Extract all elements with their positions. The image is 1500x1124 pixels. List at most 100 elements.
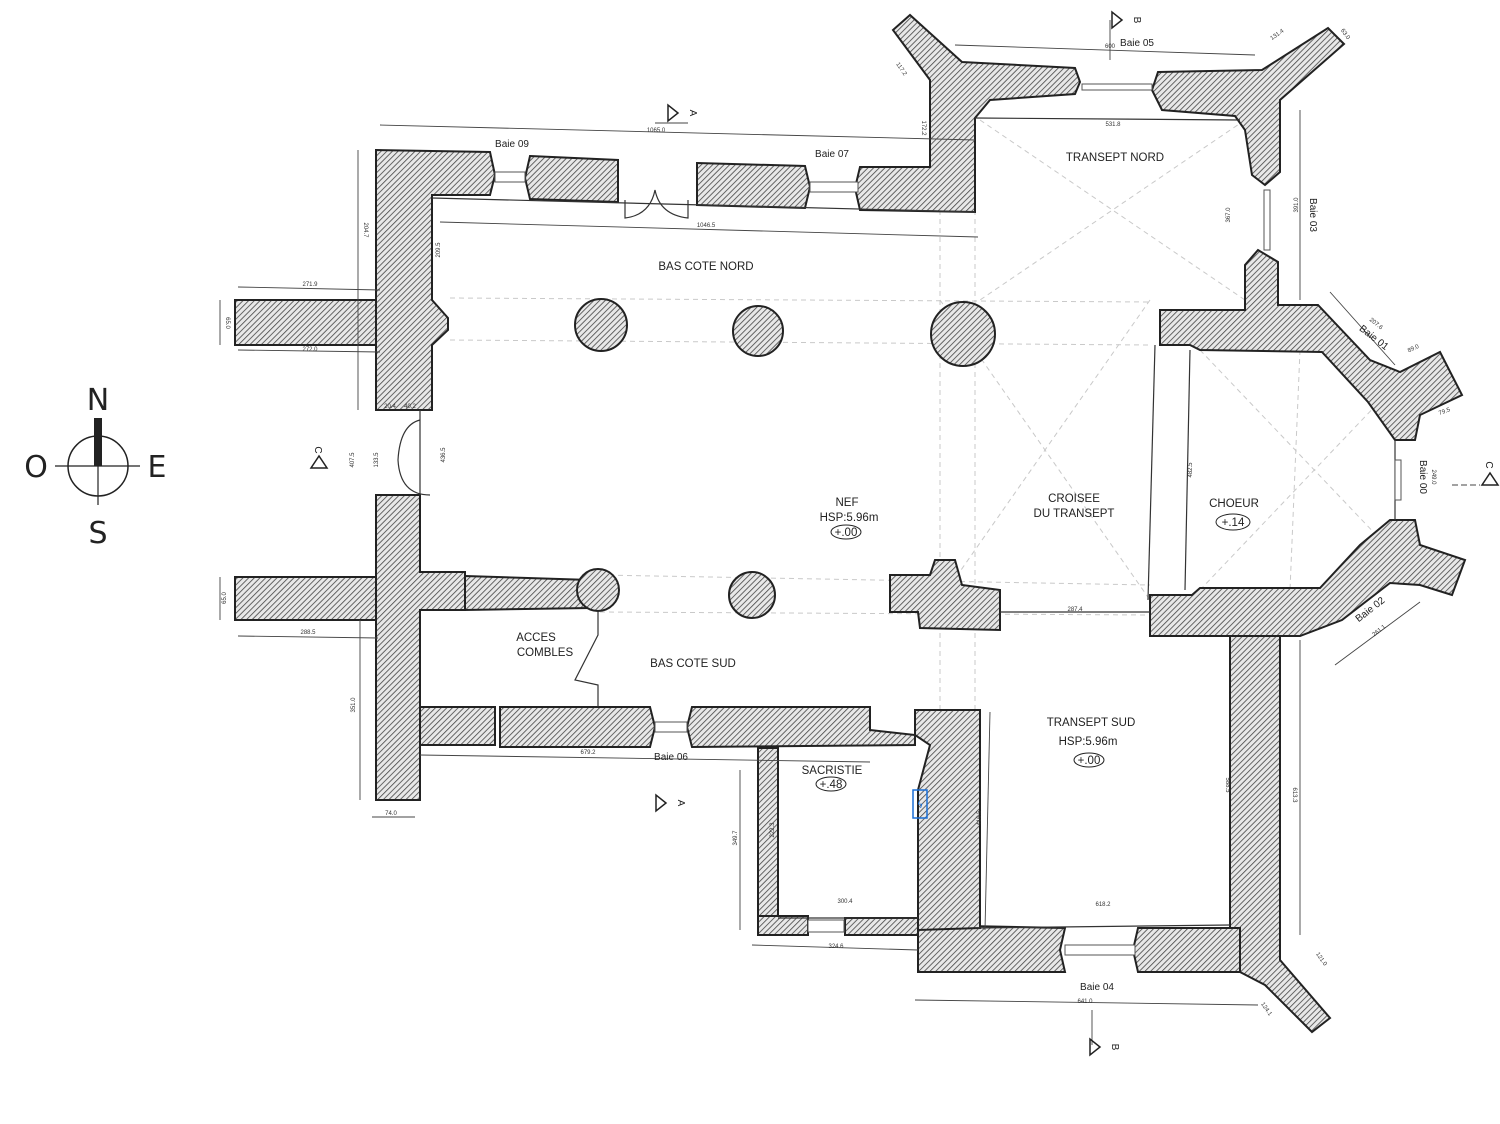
dimension-label: 74.0 [385, 811, 397, 817]
room-bas-cote-nord: BAS COTE NORD [658, 261, 753, 273]
dimension-label: 65.0 [224, 317, 230, 329]
room-croisee-2: DU TRANSEPT [1034, 508, 1115, 520]
dimension-label: 324.6 [828, 944, 844, 950]
section-arrow-icon [655, 793, 668, 813]
room-acces-combles: ACCES [516, 632, 556, 644]
pier [728, 571, 776, 619]
pier [574, 298, 628, 352]
section-arrow-icon [1089, 1037, 1102, 1057]
walls [234, 13, 1467, 1034]
north-wall-baie07-west [696, 161, 812, 210]
bay-label: Baie 04 [1080, 982, 1114, 993]
dimension-label: 300.4 [837, 899, 853, 905]
dimension-label: 124.1 [1259, 1002, 1273, 1018]
bay-label: Baie 07 [815, 149, 849, 160]
dimension-label: 407.5 [350, 452, 356, 468]
bay-label: Baie 06 [654, 752, 688, 763]
pier [732, 305, 784, 357]
dimension-label: 261.1 [1372, 624, 1388, 638]
electrical-symbol-icon: ϟ [917, 800, 924, 811]
dimension-label: 272.0 [302, 347, 318, 353]
section-label: A [675, 800, 686, 807]
section-arrow-icon [667, 103, 680, 123]
south-transept-south-wall-east [1131, 927, 1241, 973]
dimension-label: 121.0 [1314, 952, 1328, 968]
dimension-label: 204.7 [362, 222, 368, 238]
section-label: B [1109, 1044, 1120, 1051]
dimension-label: 222.3 [770, 822, 776, 838]
level-marker [815, 776, 847, 792]
west-wall-south [375, 494, 466, 801]
dimension-label: 600 [1105, 44, 1116, 50]
dimension-label: 531.8 [1105, 122, 1121, 128]
south-nave-wall-1 [419, 706, 496, 746]
dimension-label: 618.2 [1095, 902, 1111, 908]
dimension-label: 588.5 [1224, 777, 1230, 793]
dimension-label: 436.5 [441, 447, 447, 463]
dimension-label: 482.5 [1188, 462, 1194, 478]
pier [930, 301, 996, 367]
dimension-label: 391.0 [1294, 197, 1300, 213]
dimension-label: 416.5 [977, 810, 983, 826]
section-arrow-icon [1480, 471, 1500, 486]
dimension-label: 133.5 [374, 452, 380, 468]
dimension-lines [219, 20, 1421, 1045]
south-transept-south-wall-west [917, 923, 1067, 973]
compass-north: N [87, 383, 109, 418]
room-labels: BAS COTE NORD NEF HSP:5.96m +.00 CROISEE… [516, 152, 1259, 792]
room-transept-nord: TRANSEPT NORD [1066, 152, 1164, 164]
room-nef: NEF [836, 497, 859, 509]
room-transept-sud-level: +.00 [1078, 755, 1101, 767]
chancel-south-wall [1149, 519, 1467, 637]
section-arrow-icon [309, 454, 329, 469]
dimension-label: 367.0 [1226, 207, 1232, 223]
dimension-label: 117.2 [894, 62, 908, 78]
dimension-label: 209.5 [436, 242, 442, 258]
dimension-label: 89.0 [1407, 344, 1421, 355]
south-arcade-wall [464, 574, 591, 612]
room-sacristie-level: +.48 [820, 779, 843, 791]
dimension-label: 172.2 [920, 120, 926, 136]
room-bas-cote-sud: BAS COTE SUD [650, 658, 736, 670]
compass-south: S [88, 516, 107, 551]
section-label: B [1131, 17, 1142, 24]
dimension-label: 641.0 [1077, 999, 1093, 1005]
dimension-label: 65.0 [222, 592, 228, 604]
section-label: A [687, 110, 698, 117]
north-door [624, 189, 689, 219]
dimension-label: 63.0 [1339, 28, 1351, 42]
dimension-label: 131.4 [1270, 28, 1286, 42]
bay-label: Baie 09 [495, 139, 529, 150]
attic-access-door [574, 612, 599, 707]
bay-label: Baie 03 [1307, 198, 1318, 232]
section-label: C [1483, 461, 1494, 468]
bay-label: Baie 05 [1120, 38, 1154, 49]
room-nef-height: HSP:5.96m [820, 512, 879, 524]
room-transept-sud-height: HSP:5.96m [1059, 736, 1118, 748]
compass-rose: N S O E [24, 383, 166, 551]
west-wall-north [375, 148, 497, 411]
room-transept-sud: TRANSEPT SUD [1047, 717, 1136, 729]
dimension-label: 351.0 [351, 697, 357, 713]
north-transept-west-wall [853, 13, 1082, 214]
south-nave-wall-2 [499, 706, 657, 748]
dimension-label: 679.2 [580, 750, 596, 756]
dimension-label: 40.2 [404, 404, 416, 410]
sacristy-south-wall [757, 915, 809, 936]
chancel-north-wall [1159, 248, 1464, 441]
room-croisee: CROISEE [1048, 493, 1100, 505]
dimension-label: 288.5 [300, 630, 316, 636]
dimension-label: 287.4 [1067, 607, 1083, 613]
west-door [397, 419, 431, 496]
sacristy-south-wall-east [844, 917, 919, 936]
crossing-pier-south [889, 559, 1001, 632]
bay-label: Baie 00 [1417, 460, 1428, 494]
compass-west: O [24, 450, 48, 485]
section-arrow-icon [1111, 10, 1124, 30]
south-nave-wall-3 [685, 706, 916, 749]
level-marker [1073, 752, 1105, 768]
sacristy-west-wall [757, 747, 779, 936]
section-label: C [312, 446, 323, 453]
bay-label: Baie 01 [1357, 323, 1391, 353]
